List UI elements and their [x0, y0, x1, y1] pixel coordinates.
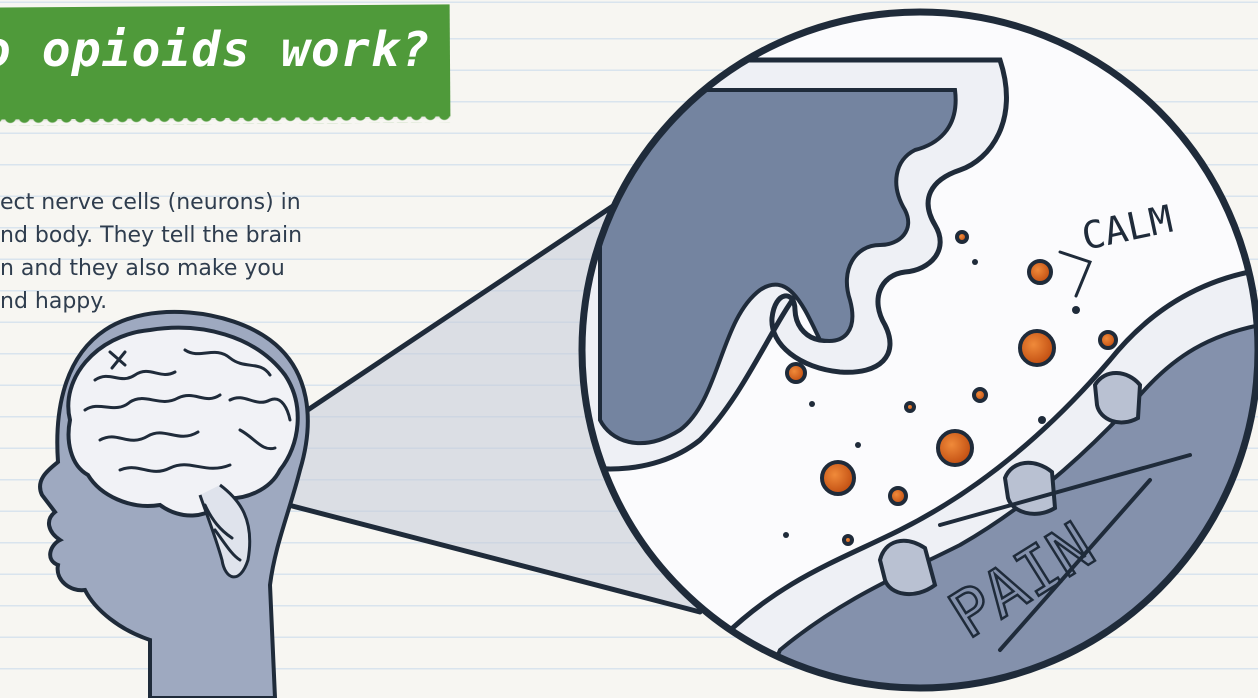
receptor-3 — [1095, 373, 1140, 422]
receptor-1 — [880, 541, 935, 594]
